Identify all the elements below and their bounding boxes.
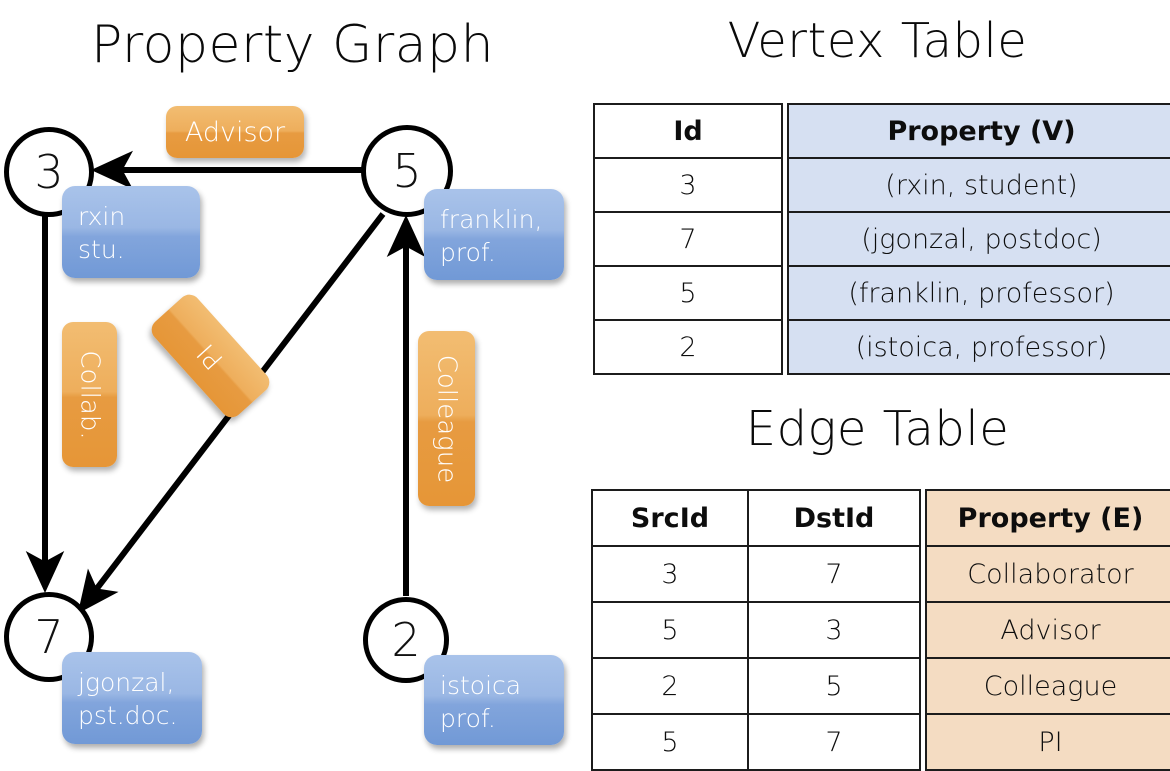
vertex-table-gap xyxy=(782,320,788,374)
edge-table-gap xyxy=(920,490,926,546)
page-title-vertex-table: Vertex Table xyxy=(727,13,1028,69)
vertex-cell-id: 2 xyxy=(593,319,783,375)
edge-table-gap xyxy=(920,658,926,714)
table-row: 5 (franklin, professor) xyxy=(593,265,1170,321)
edge-cell-property: PI xyxy=(925,713,1170,771)
vertex-table-header-id: Id xyxy=(593,103,783,159)
edge-table-gap xyxy=(920,546,926,602)
page-title-edge-table: Edge Table xyxy=(745,401,1010,457)
graph-node-7-label: 7 xyxy=(34,610,64,664)
node-property-box-3: rxin stu. xyxy=(62,186,200,278)
vertex-cell-id: 5 xyxy=(593,265,783,321)
node-property-box-7: jgonzal, pst.doc. xyxy=(62,652,202,744)
edge-cell-property: Colleague xyxy=(925,657,1170,715)
vertex-cell-property: (rxin, student) xyxy=(787,157,1170,213)
edge-label-advisor: Advisor xyxy=(166,106,304,158)
edge-cell-dst: 7 xyxy=(747,713,921,771)
vertex-cell-id: 3 xyxy=(593,157,783,213)
edge-cell-src: 5 xyxy=(591,713,749,771)
node-property-2-line2: prof. xyxy=(440,704,496,733)
table-row: 7 (jgonzal, postdoc) xyxy=(593,211,1170,267)
node-property-box-5: franklin, prof. xyxy=(424,189,564,280)
edge-cell-src: 5 xyxy=(591,601,749,659)
edge-table-header-srcid: SrcId xyxy=(591,489,749,547)
vertex-cell-id: 7 xyxy=(593,211,783,267)
vertex-table-gap xyxy=(782,266,788,320)
graph-node-5[interactable]: 5 xyxy=(361,125,453,217)
edge-table-gap xyxy=(920,714,926,770)
graph-node-3-label: 3 xyxy=(34,145,64,199)
edge-cell-property: Collaborator xyxy=(925,545,1170,603)
vertex-table-header-property: Property (V) xyxy=(787,103,1170,159)
graph-node-2-label: 2 xyxy=(391,613,421,667)
edge-cell-dst: 7 xyxy=(747,545,921,603)
edge-cell-src: 3 xyxy=(591,545,749,603)
vertex-table-gap xyxy=(782,158,788,212)
table-row: 3 7 Collaborator xyxy=(591,545,1170,603)
property-graph-diagram: 3 5 7 2 rxin stu. franklin, prof. jgonza… xyxy=(0,0,585,760)
edge-table: SrcId DstId Property (E) 3 7 Collaborato… xyxy=(591,489,1170,771)
node-property-3-line2: stu. xyxy=(78,235,125,264)
vertex-table-header-row: Id Property (V) xyxy=(593,103,1170,159)
vertex-cell-property: (franklin, professor) xyxy=(787,265,1170,321)
table-row: 3 (rxin, student) xyxy=(593,157,1170,213)
table-row: 5 3 Advisor xyxy=(591,601,1170,659)
edge-label-colleague-text: Colleague xyxy=(431,354,462,483)
node-property-7-line1: jgonzal, xyxy=(78,668,175,697)
edge-table-gap xyxy=(920,602,926,658)
vertex-cell-property: (istoica, professor) xyxy=(787,319,1170,375)
node-property-3-line1: rxin xyxy=(78,202,126,231)
table-row: 2 (istoica, professor) xyxy=(593,319,1170,375)
edge-label-collab-text: Collab. xyxy=(74,349,105,440)
edge-table-header-dstid: DstId xyxy=(747,489,921,547)
table-row: 5 7 PI xyxy=(591,713,1170,771)
node-property-7-line2: pst.doc. xyxy=(78,701,178,730)
vertex-cell-property: (jgonzal, postdoc) xyxy=(787,211,1170,267)
edge-cell-dst: 5 xyxy=(747,657,921,715)
edge-label-collab: Collab. xyxy=(62,322,117,467)
node-property-2-line1: istoica xyxy=(440,671,522,700)
edge-table-header-property: Property (E) xyxy=(925,489,1170,547)
vertex-table: Id Property (V) 3 (rxin, student) 7 (jgo… xyxy=(593,103,1170,375)
table-row: 2 5 Colleague xyxy=(591,657,1170,715)
vertex-table-gap xyxy=(782,212,788,266)
node-property-5-line1: franklin, xyxy=(440,205,543,234)
edge-label-advisor-text: Advisor xyxy=(184,116,286,148)
edge-cell-src: 2 xyxy=(591,657,749,715)
node-property-box-2: istoica prof. xyxy=(424,655,564,745)
vertex-table-gap xyxy=(782,104,788,158)
edge-label-colleague: Colleague xyxy=(418,331,475,506)
edge-table-header-row: SrcId DstId Property (E) xyxy=(591,489,1170,547)
graph-node-2[interactable]: 2 xyxy=(363,597,449,683)
page-title-property-graph: Property Graph xyxy=(90,15,495,75)
edge-label-pi-text: PI xyxy=(191,337,230,375)
node-property-5-line2: prof. xyxy=(440,238,496,267)
graph-node-5-label: 5 xyxy=(392,144,422,198)
edge-cell-dst: 3 xyxy=(747,601,921,659)
edge-cell-property: Advisor xyxy=(925,601,1170,659)
